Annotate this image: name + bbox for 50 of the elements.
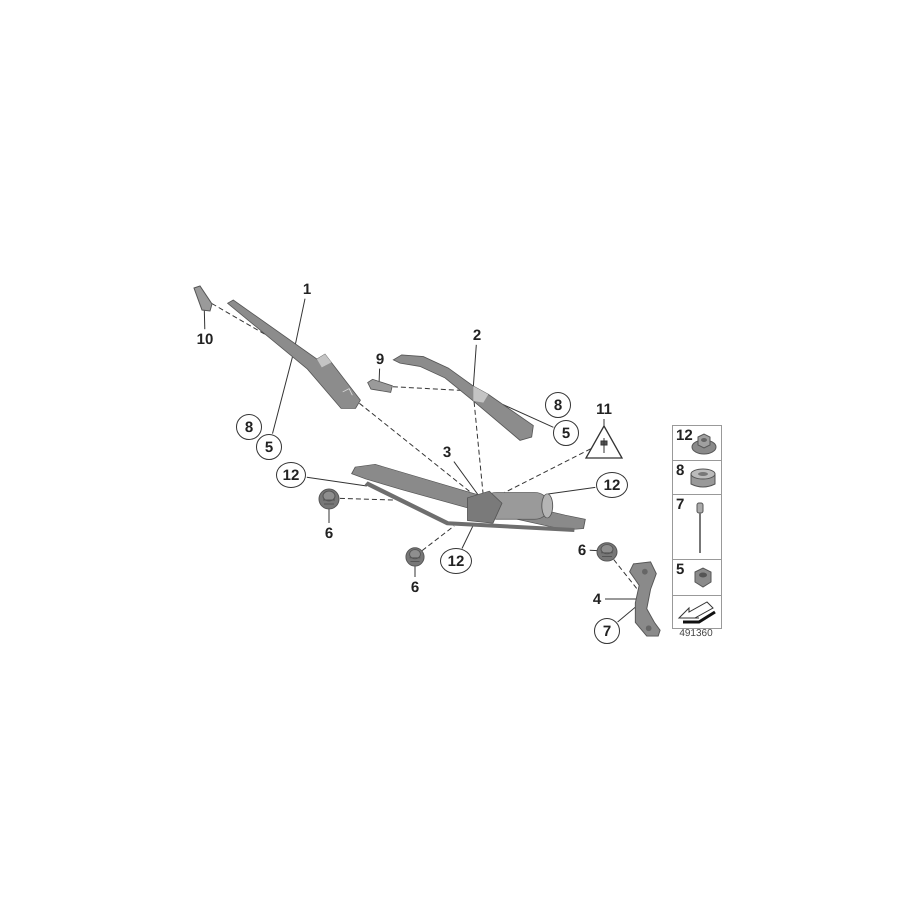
callout-number: 4 — [590, 590, 604, 608]
callout-number: 9 — [373, 350, 387, 368]
callout-number: 12 — [276, 462, 306, 488]
assembly-line — [358, 402, 472, 494]
part-number: 7 — [676, 496, 684, 513]
leader-line — [548, 486, 596, 494]
callout-number: 6 — [408, 578, 422, 596]
rubber-mount-drawing — [596, 540, 618, 562]
cover-cap-drawing — [192, 284, 214, 312]
assembly-line — [392, 386, 462, 391]
leader-line — [462, 526, 474, 549]
rubber-mount-drawing — [318, 486, 340, 510]
leader-line — [589, 550, 598, 552]
assembly-line — [211, 303, 267, 336]
rubber-mount-drawing — [405, 545, 425, 567]
assembly-line — [422, 525, 455, 552]
leader-line — [328, 508, 330, 524]
assembly-line — [613, 559, 639, 591]
leader-line — [604, 598, 638, 600]
callout-number: 6 — [575, 541, 589, 559]
leader-line — [272, 356, 293, 434]
leader-line — [617, 606, 636, 622]
callout-number: 10 — [192, 330, 218, 348]
callout-number: 12 — [440, 548, 472, 574]
leader-line — [453, 461, 479, 496]
callout-number: 12 — [596, 472, 628, 498]
callout-number: 1 — [300, 280, 314, 298]
callout-number: 6 — [322, 524, 336, 542]
leader-line — [472, 344, 477, 388]
diagram-number: 491360 — [678, 628, 714, 639]
part-number: 5 — [676, 561, 684, 578]
callout-number: 8 — [545, 392, 571, 418]
leader-line — [502, 404, 554, 428]
leader-line — [306, 476, 368, 486]
cover-cap-drawing — [366, 376, 394, 394]
leader-line — [294, 298, 306, 345]
callout-number: 8 — [236, 414, 262, 440]
callout-number: 11 — [593, 400, 615, 418]
part-number: 8 — [676, 462, 684, 479]
assembly-line — [474, 401, 484, 494]
callout-number: 7 — [594, 618, 620, 644]
part-number: 12 — [676, 427, 693, 444]
callout-number: 2 — [470, 326, 484, 344]
leader-line — [378, 368, 380, 383]
callout-number: 5 — [553, 420, 579, 446]
leader-line — [204, 309, 206, 330]
electrical-warning-icon — [585, 425, 623, 459]
leader-line — [414, 566, 416, 578]
callout-number: 3 — [440, 443, 454, 461]
callout-number: 5 — [256, 434, 282, 460]
